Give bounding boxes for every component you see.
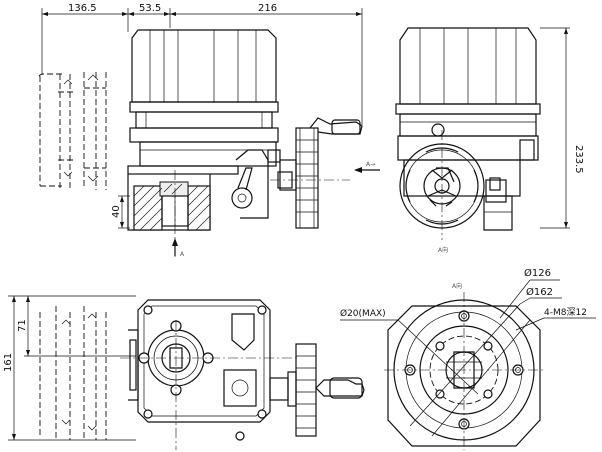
arrow-a-label: A	[180, 251, 185, 258]
dia-20-label: Ø20(MAX)	[340, 308, 386, 319]
front-view: 136.5 53.5 216	[38, 3, 363, 258]
dia-162-label: Ø162	[526, 286, 553, 298]
bolts-label: 4-M8深12	[544, 307, 587, 318]
top-view: 161 71	[3, 295, 365, 450]
dim-71: 71	[17, 319, 28, 332]
dim-40: 40	[111, 205, 122, 218]
view-a-label: A向	[438, 246, 448, 254]
arrow-b-label: A→	[366, 161, 375, 168]
dim-53-5: 53.5	[139, 3, 161, 14]
dim-216: 216	[258, 3, 277, 14]
dim-136-5: 136.5	[68, 3, 97, 14]
side-view: A→ 233.5 A向	[354, 27, 584, 254]
dia-126-label: Ø126	[524, 267, 551, 279]
flange-view: A向 Ø126	[340, 267, 596, 450]
top-small-label: A向	[452, 282, 462, 290]
hatched-flange	[133, 181, 211, 231]
dim-161: 161	[3, 353, 14, 372]
dim-233-5: 233.5	[573, 145, 584, 174]
